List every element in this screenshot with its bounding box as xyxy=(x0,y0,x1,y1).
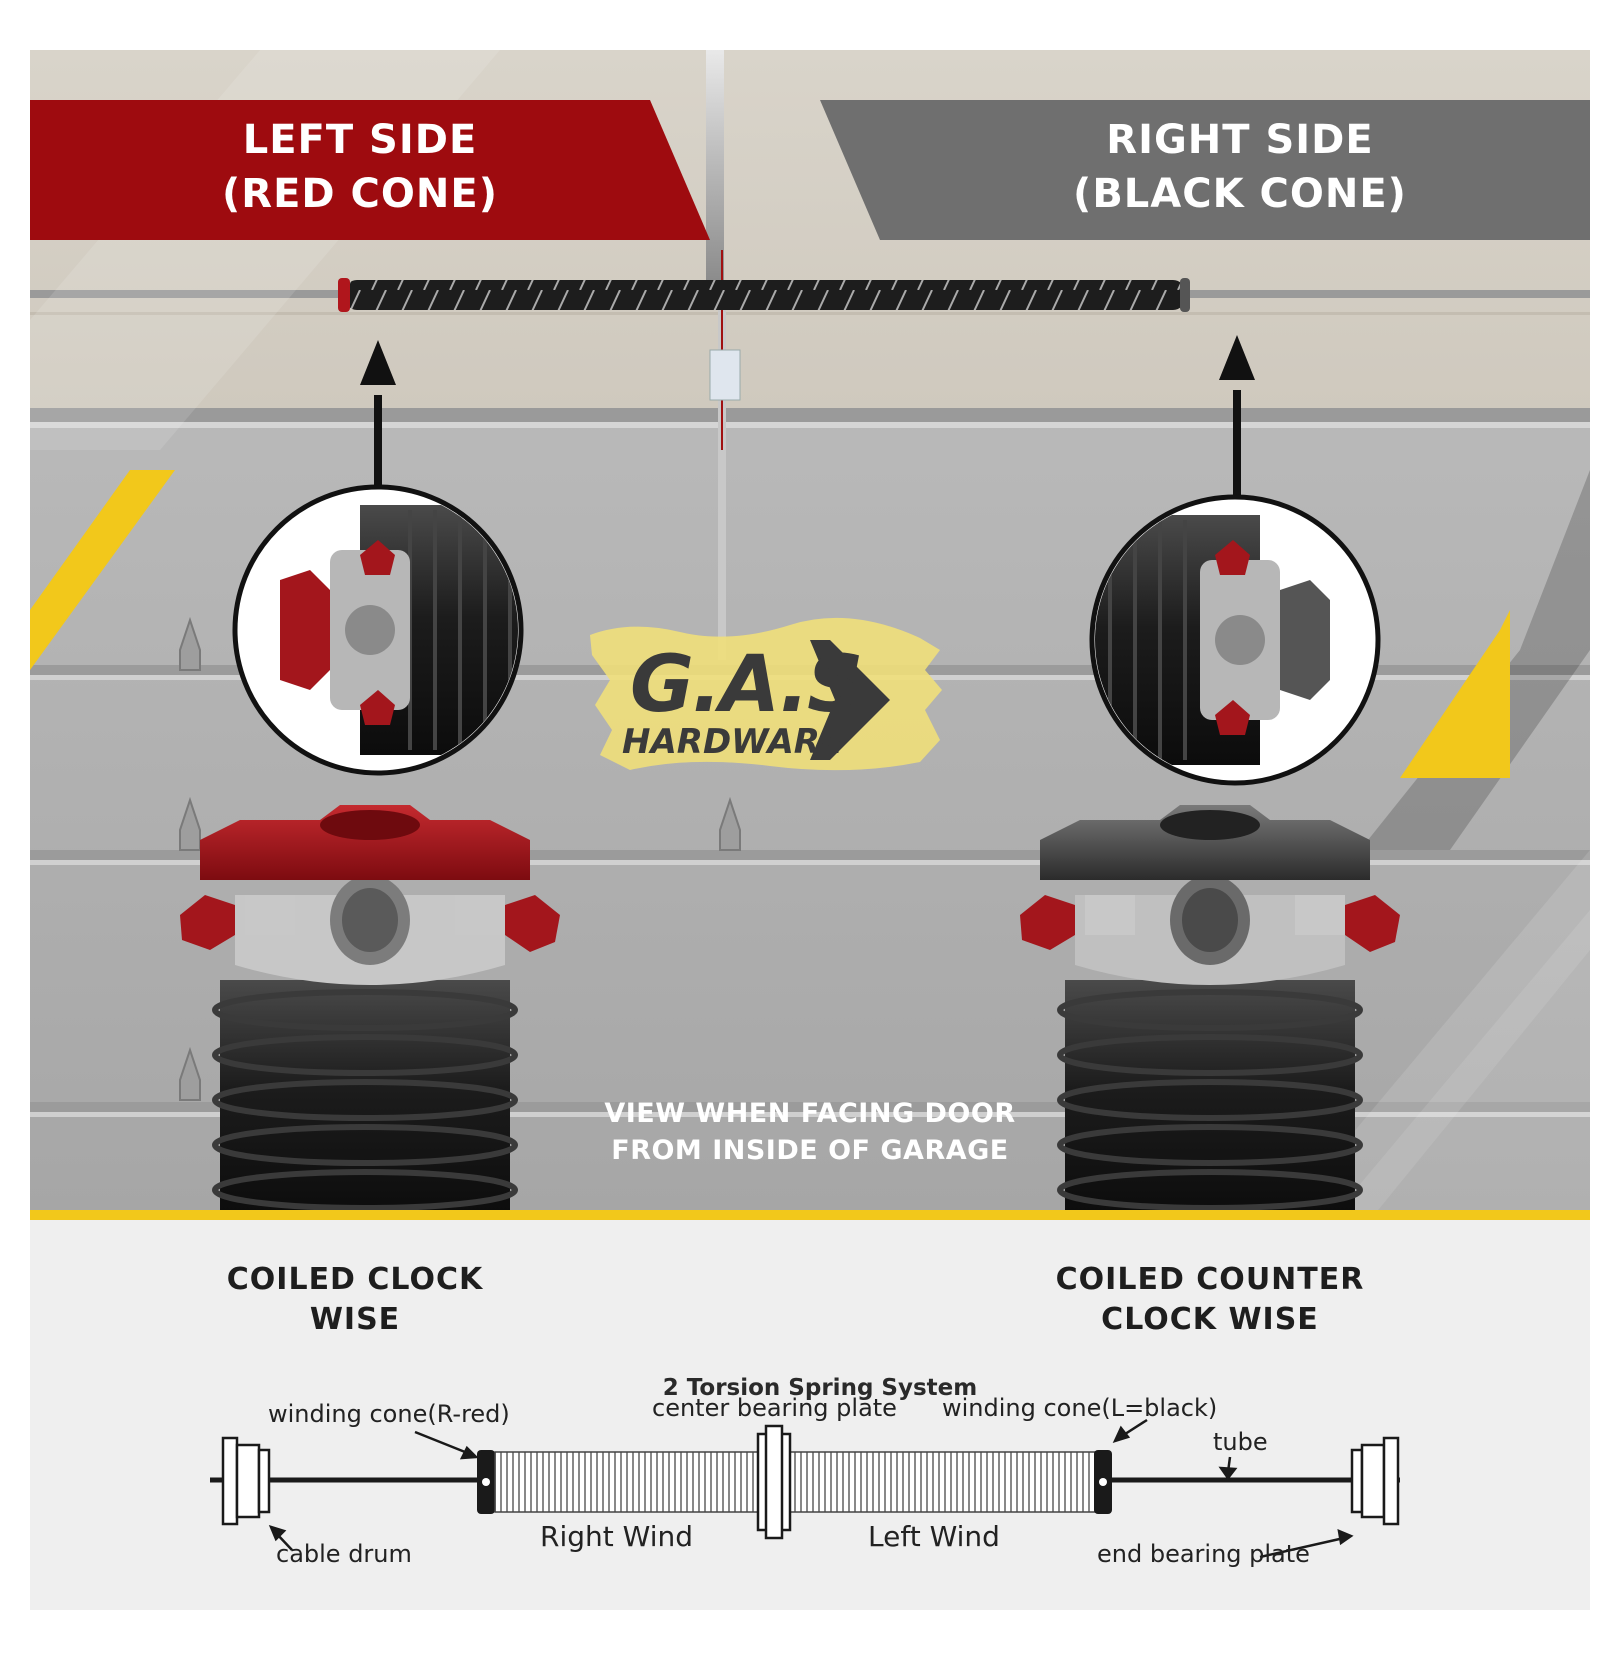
arrow-up-right-icon xyxy=(1219,335,1255,500)
right-banner-line1: RIGHT SIDE xyxy=(1106,117,1374,163)
diagram-end-bearing-plate xyxy=(1350,1436,1400,1526)
view-note: VIEW WHEN FACING DOOR FROM INSIDE OF GAR… xyxy=(570,1095,1050,1169)
label-end-bearing-plate: end bearing plate xyxy=(1097,1540,1310,1568)
left-side-banner xyxy=(30,100,710,240)
pointer-end-bearing-plate xyxy=(1259,1536,1345,1559)
diagram-panel: COILED CLOCK WISE COILED COUNTER CLOCK W… xyxy=(30,1220,1590,1610)
right-side-banner-text: RIGHT SIDE (BLACK CONE) xyxy=(1030,113,1450,221)
left-banner-line1: LEFT SIDE xyxy=(242,117,478,163)
view-note-line2: FROM INSIDE OF GARAGE xyxy=(611,1135,1009,1166)
torsion-spring xyxy=(345,280,1185,310)
garage-illustration xyxy=(30,50,1590,1220)
left-side-banner-text: LEFT SIDE (RED CONE) xyxy=(170,113,550,221)
diagram-title: 2 Torsion Spring System xyxy=(662,1375,978,1401)
coil-left-line1: COILED CLOCK xyxy=(226,1262,484,1297)
torsion-system-diagram xyxy=(210,1418,1400,1559)
opener-rail xyxy=(706,50,724,280)
black-cone-closeup-inset xyxy=(1089,494,1381,786)
view-note-line1: VIEW WHEN FACING DOOR xyxy=(604,1098,1016,1129)
logo-chevron-icon xyxy=(810,640,890,760)
black-winding-cone-photo xyxy=(1020,805,1400,1220)
pointer-end-bearing-plate-arrowhead xyxy=(1337,1528,1354,1546)
coil-left-line2: WISE xyxy=(309,1302,401,1337)
warning-tag xyxy=(709,349,741,401)
label-winding-cone-red: winding cone(R-red) xyxy=(268,1400,510,1428)
pointer-winding-cone-black-arrowhead xyxy=(1112,1425,1131,1444)
pointer-winding-cone-red-arrowhead xyxy=(459,1445,479,1460)
pointer-winding-cone-red xyxy=(414,1430,471,1456)
diagram-cable-drum xyxy=(221,1436,271,1526)
red-winding-cone-photo xyxy=(180,805,560,1220)
yellow-divider xyxy=(30,1210,1590,1220)
right-banner-line2: (BLACK CONE) xyxy=(1073,171,1407,217)
logo-subtitle: HARDWARE xyxy=(622,722,844,762)
diagram-right-wind-spring xyxy=(494,1451,762,1513)
label-left-wind: Left Wind xyxy=(868,1520,1000,1553)
yellow-accent-left xyxy=(30,470,175,670)
yellow-accent-right xyxy=(1400,610,1510,778)
red-cone-closeup-inset xyxy=(232,484,524,776)
label-tube: tube xyxy=(1213,1428,1268,1456)
garage-photo-area: LEFT SIDE (RED CONE) RIGHT SIDE (BLACK C… xyxy=(30,50,1590,1220)
pointer-tube-arrowhead xyxy=(1218,1466,1238,1481)
pointer-cable-drum-arrowhead xyxy=(268,1525,287,1542)
label-right-wind: Right Wind xyxy=(540,1520,694,1553)
infographic-frame: LEFT SIDE (RED CONE) RIGHT SIDE (BLACK C… xyxy=(30,50,1590,1610)
label-winding-cone-black: winding cone(L=black) xyxy=(942,1394,1218,1422)
logo-brand: G.A.S xyxy=(630,640,863,730)
arrow-up-left-icon xyxy=(360,340,396,505)
coil-right-line1: COILED COUNTER xyxy=(1055,1262,1365,1297)
diagram-center-bearing-plate xyxy=(756,1424,792,1540)
left-banner-line2: (RED CONE) xyxy=(222,171,498,217)
right-side-banner xyxy=(820,100,1590,240)
door-hinges xyxy=(179,616,741,1101)
label-center-bearing-plate: center bearing plate xyxy=(652,1394,897,1422)
coil-right-line2: CLOCK WISE xyxy=(1101,1302,1319,1337)
coil-label-right: COILED COUNTER CLOCK WISE xyxy=(1030,1260,1390,1340)
label-cable-drum: cable drum xyxy=(276,1540,412,1568)
coil-label-left: COILED CLOCK WISE xyxy=(200,1260,510,1340)
diagram-left-wind-spring xyxy=(789,1451,1097,1513)
